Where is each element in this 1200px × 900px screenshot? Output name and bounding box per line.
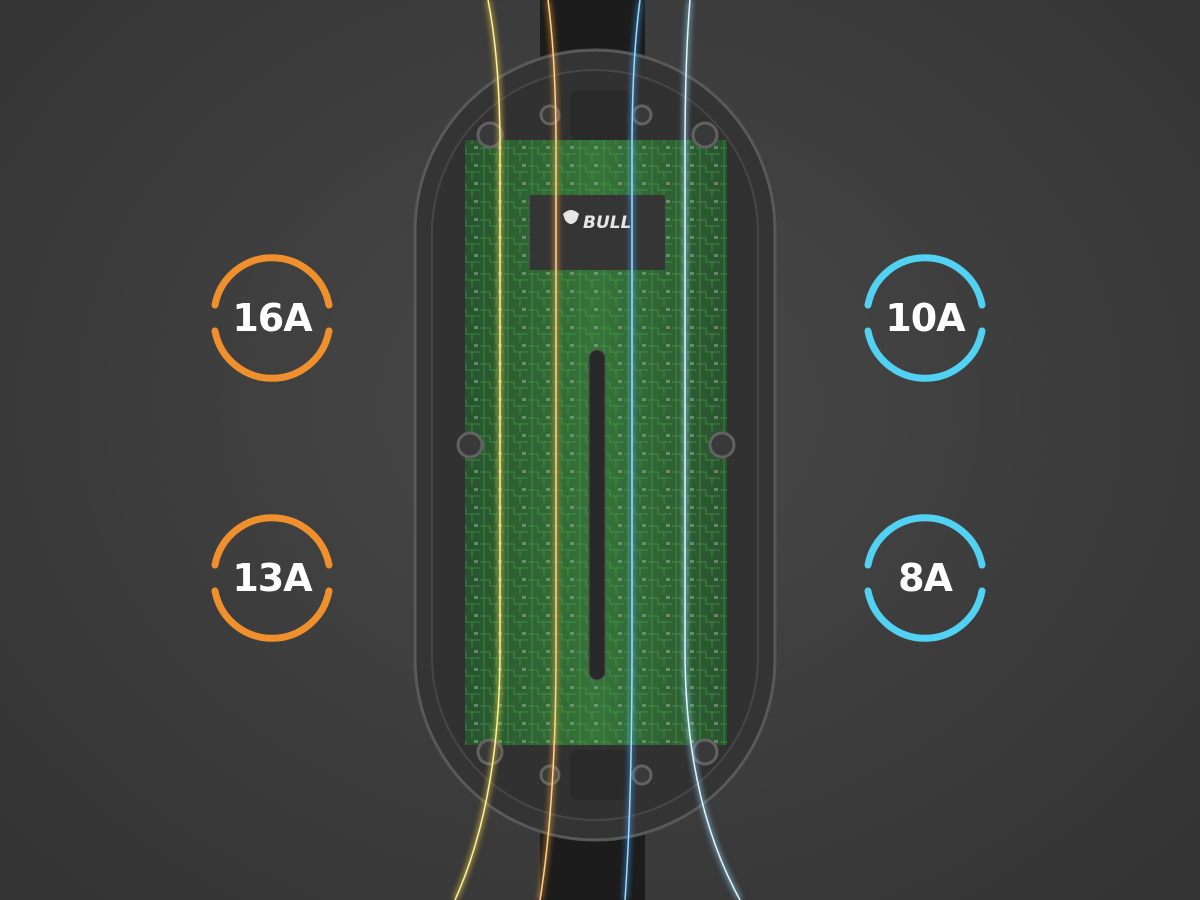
bull-logo-icon xyxy=(563,210,579,224)
rating-badge-13a: 13A xyxy=(207,513,337,643)
cyan-ring-icon xyxy=(864,254,986,382)
cable-clamp-bottom xyxy=(570,750,630,800)
cyan-ring-icon xyxy=(864,514,986,642)
rating-label: 16A xyxy=(232,296,312,340)
cable-clamp-top xyxy=(570,90,630,140)
rating-badge-16a: 16A xyxy=(207,253,337,383)
center-slot xyxy=(588,349,606,681)
orange-ring-icon xyxy=(211,254,333,382)
chip xyxy=(530,195,665,270)
orange-ring-icon xyxy=(211,514,333,642)
rating-badge-8a: 8A xyxy=(860,513,990,643)
bull-logo-text: BULL xyxy=(583,213,631,233)
rating-label: 10A xyxy=(885,296,965,340)
rating-badge-10a: 10A xyxy=(860,253,990,383)
wires xyxy=(453,0,742,900)
rating-label: 13A xyxy=(232,556,312,600)
rating-label: 8A xyxy=(898,556,953,600)
